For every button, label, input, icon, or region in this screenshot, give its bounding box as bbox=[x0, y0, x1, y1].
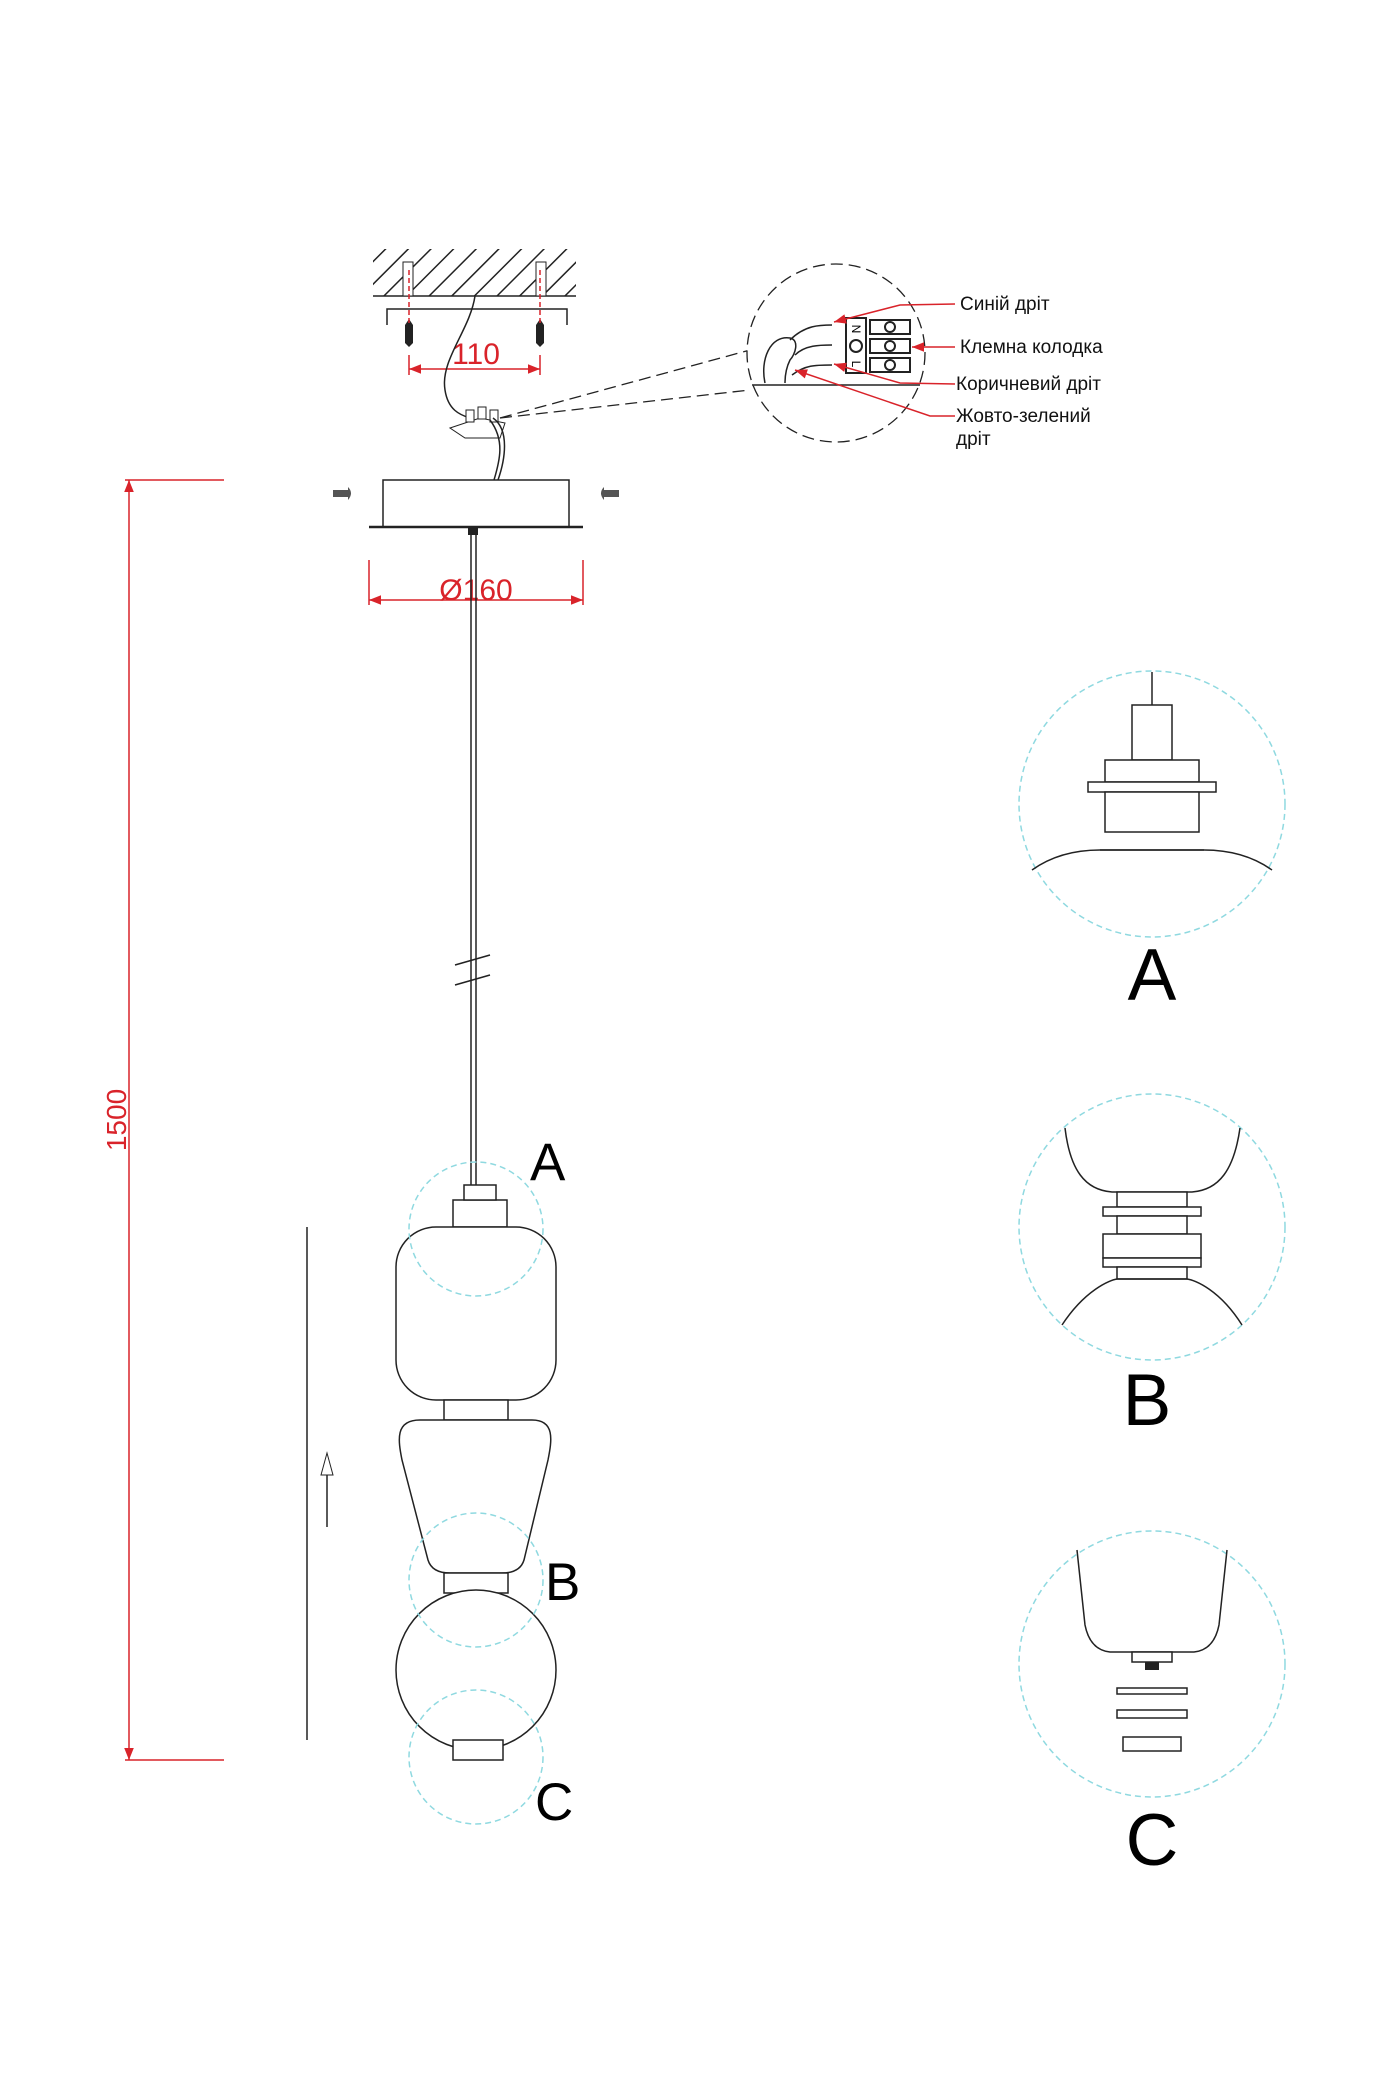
shade-top bbox=[395, 1226, 557, 1401]
set-screw-right bbox=[601, 487, 619, 500]
ceiling bbox=[373, 249, 576, 297]
dimension-total-height: 1500 bbox=[101, 479, 224, 1761]
detail-circle-c bbox=[408, 1689, 544, 1825]
detail-c-label: C bbox=[1126, 1800, 1179, 1881]
label-brown-wire: Коричневий дріт bbox=[956, 374, 1101, 395]
wall-anchor-right bbox=[535, 261, 547, 297]
detail-b: B bbox=[1018, 1093, 1286, 1441]
terminal-n: N bbox=[849, 325, 863, 334]
callout-c: C bbox=[535, 1773, 573, 1832]
wiring-detail: N L Синій дріт Клемна колодка Коричневий… bbox=[746, 263, 1103, 450]
label-ground-wire-1: Жовто-зелений bbox=[956, 406, 1091, 427]
screw-left bbox=[405, 319, 413, 347]
terminal-l: L bbox=[849, 361, 863, 368]
up-arrow-icon bbox=[320, 1451, 334, 1527]
collar-1 bbox=[443, 1399, 509, 1421]
detail-a-label: A bbox=[1128, 935, 1177, 1016]
detail-circle-a bbox=[408, 1161, 544, 1297]
lamp-body bbox=[395, 1184, 557, 1761]
detail-c: C bbox=[1018, 1530, 1286, 1881]
callout-b: B bbox=[545, 1553, 580, 1612]
bottom-cap bbox=[452, 1739, 504, 1761]
break-mark-2 bbox=[454, 974, 491, 986]
ground-icon bbox=[849, 339, 863, 353]
detail-a: A bbox=[1018, 670, 1286, 1016]
dimension-110-label: 110 bbox=[452, 338, 500, 371]
label-blue-wire: Синій дріт bbox=[960, 294, 1050, 315]
dimension-1500-label: 1500 bbox=[101, 1089, 132, 1151]
set-screw-left bbox=[333, 487, 351, 500]
label-terminal-block: Клемна колодка bbox=[960, 337, 1103, 358]
dimension-mount-spacing: 110 bbox=[408, 338, 541, 375]
shade-middle bbox=[398, 1419, 552, 1574]
label-ground-wire-2: дріт bbox=[956, 429, 991, 450]
detail-b-label: B bbox=[1123, 1360, 1172, 1441]
wall-anchor-left bbox=[402, 261, 414, 297]
shade-sphere bbox=[395, 1589, 557, 1751]
screw-right bbox=[536, 319, 544, 347]
supply-wire bbox=[443, 295, 476, 419]
mounting-bracket bbox=[386, 308, 568, 325]
canopy bbox=[333, 479, 619, 535]
callout-a: A bbox=[530, 1133, 566, 1192]
terminal-block bbox=[448, 406, 506, 481]
detail-circle-b bbox=[408, 1512, 544, 1648]
break-mark-1 bbox=[454, 954, 491, 966]
